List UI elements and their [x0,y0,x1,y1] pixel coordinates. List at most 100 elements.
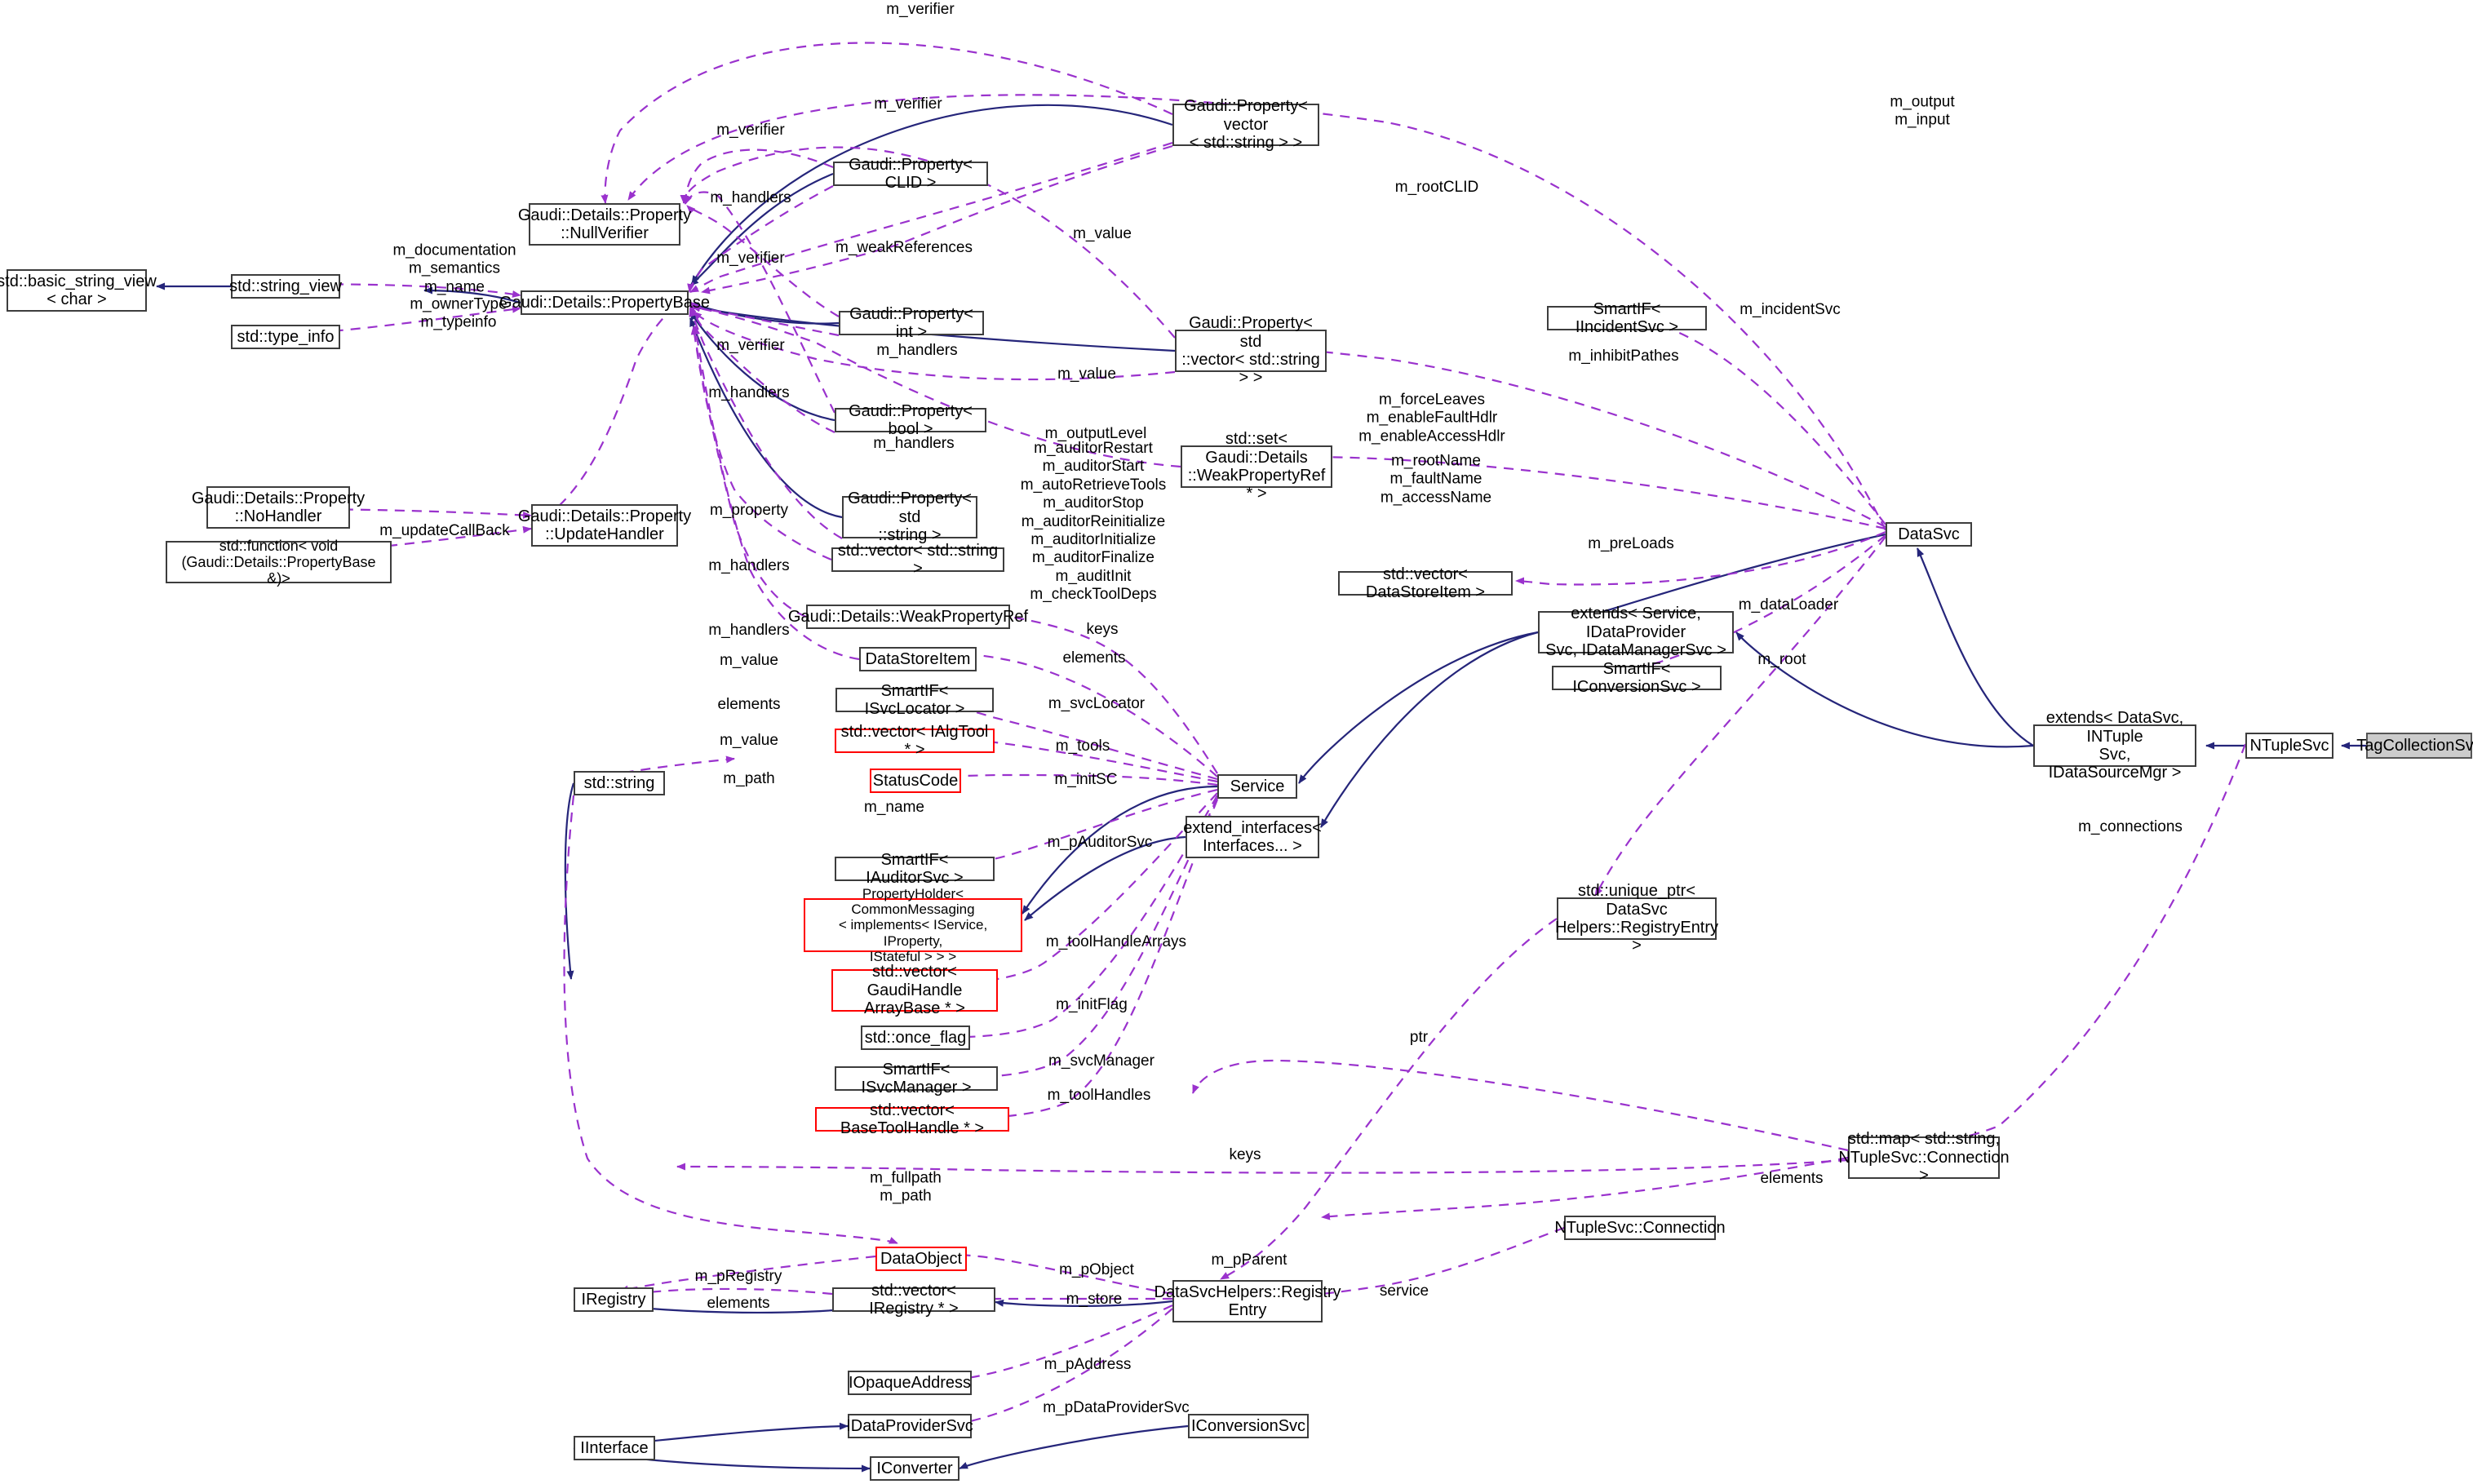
node-ntuplesvc[interactable]: NTupleSvc [2245,733,2333,759]
node-ntuplesvc-connection[interactable]: NTupleSvc::Connection [1554,1216,1726,1240]
edge-label-m-updatecallback: m_updateCallBack [379,521,510,539]
edge-label-m-handlers-3: m_handlers [708,383,790,401]
edge-label-m-handlers-2: m_handlers [876,341,958,359]
edge-label-m-path: m_path [723,769,775,787]
node-smartif-iauditorsvc[interactable]: SmartIF< IAuditorSvc > [835,851,995,887]
node-property-nullverifier[interactable]: Gaudi::Details::Property ::NullVerifier [518,203,691,246]
edge-label-m-root: m_root [1757,650,1806,668]
edge-label-elements-1: elements [1062,649,1126,667]
edge-label-m-value-3: m_value [720,651,778,669]
edge-label-keys-2: keys [1229,1145,1261,1163]
node-smartif-iconversionsvc[interactable]: SmartIF< IConversionSvc > [1552,660,1722,696]
node-std-function-void[interactable]: std::function< void (Gaudi::Details::Pro… [166,538,392,587]
edge-label-ptr: ptr [1409,1028,1429,1046]
node-unique-ptr-registryentry[interactable]: std::unique_ptr< DataSvc Helpers::Regist… [1554,882,1719,955]
node-smartif-isvcmanager[interactable]: SmartIF< ISvcManager > [835,1061,998,1096]
node-extends-datasvc[interactable]: extends< DataSvc, INTuple Svc, IDataSour… [2033,709,2196,782]
edge-label-m-handlers-1: m_handlers [710,188,791,206]
node-vector-gaudihandlearraybase[interactable]: std::vector< GaudiHandle ArrayBase * > [831,963,998,1017]
node-statuscode[interactable]: StatusCode [870,769,961,793]
node-std-once-flag[interactable]: std::once_flag [861,1026,970,1050]
edge-label-m-handlers-4: m_handlers [873,434,955,452]
edge-label-m-pauditorsvc: m_pAuditorSvc [1047,833,1153,851]
edge-label-m-verifier-4: m_verifier [716,249,785,267]
edge-label-m-toolhandles: m_toolHandles [1047,1086,1151,1104]
node-property-vector-string[interactable]: Gaudi::Property< vector < std::string > … [1172,97,1319,152]
node-service[interactable]: Service [1217,774,1297,799]
edge-label-m-fullpath: m_fullpath m_path [870,1169,942,1205]
edge-label-m-verifier-top: m_verifier [886,0,955,18]
node-property-std-vector-string[interactable]: Gaudi::Property< std ::vector< std::stri… [1175,314,1327,387]
node-property-nohandler[interactable]: Gaudi::Details::Property ::NoHandler [192,486,365,529]
node-property-stdstring[interactable]: Gaudi::Property< std ::string > [842,489,977,544]
node-vector-string[interactable]: std::vector< std::string > [831,542,1004,578]
node-iinterface[interactable]: IInterface [574,1436,655,1460]
edge-label-m-pdataprovidersvc: m_pDataProviderSvc [1043,1398,1190,1416]
edge-label-m-tools: m_tools [1055,737,1110,755]
node-dataobject[interactable]: DataObject [875,1247,967,1271]
node-property-updatehandler[interactable]: Gaudi::Details::Property ::UpdateHandler [518,504,691,547]
edge-label-m-forceleaves: m_forceLeaves m_enableFaultHdlr m_enable… [1358,391,1505,445]
node-extend-interfaces[interactable]: extend_interfaces< Interfaces... > [1183,816,1322,858]
node-registryentry[interactable]: DataSvcHelpers::Registry Entry [1155,1280,1341,1322]
edge-label-m-rootname: m_rootName m_faultName m_accessName [1380,452,1492,507]
edge-label-m-preloads: m_preLoads [1588,534,1674,552]
edge-label-service: service [1379,1282,1429,1300]
edge-label-m-handlers-5: m_handlers [708,556,790,574]
edge-label-m-connections: m_connections [2078,817,2183,835]
edge-label-m-toolhandlearrays: m_toolHandleArrays [1045,932,1187,950]
edge-label-m-rootclid: m_rootCLID [1394,178,1479,196]
edge-label-m-pregistry: m_pRegistry [694,1267,782,1285]
node-smartif-isvclocator[interactable]: SmartIF< ISvcLocator > [835,682,994,718]
edge-label-m-incidentsvc: m_incidentSvc [1740,300,1841,318]
edge-label-m-verifier-3: m_verifier [716,121,785,139]
node-set-weakpropertyref[interactable]: std::set< Gaudi::Details ::WeakPropertyR… [1181,430,1332,503]
node-propertyholder[interactable]: PropertyHolder< CommonMessaging < implem… [804,886,1022,964]
node-tagcollectionsvc[interactable]: TagCollectionSvc [2356,733,2473,759]
edge-label-elements-3: elements [1760,1169,1824,1187]
edge-label-elements-2: elements [717,695,781,713]
edge-label-m-inhibitpathes: m_inhibitPathes [1568,347,1679,365]
node-std-basic-string-view[interactable]: std::basic_string_view < char > [0,269,157,312]
edge-label-m-name: m_name [864,798,924,816]
node-property-clid[interactable]: Gaudi::Property< CLID > [833,156,988,192]
node-datasvc[interactable]: DataSvc [1886,522,1972,547]
edge-label-m-svclocator: m_svcLocator [1048,694,1146,712]
edge-label-m-auditors: m_auditorRestart m_auditorStart m_autoRe… [1020,440,1167,604]
node-vector-basetoolhandle[interactable]: std::vector< BaseToolHandle * > [815,1101,1009,1137]
node-std-type-info[interactable]: std::type_info [231,325,340,349]
node-smartif-iincidentsvc[interactable]: SmartIF< IIncidentSvc > [1547,300,1707,336]
edge-label-m-store: m_store [1066,1290,1123,1308]
node-weakpropertyref[interactable]: Gaudi::Details::WeakPropertyRef [788,605,1028,629]
edge-label-m-documentation: m_documentation m_semantics m_name [392,241,516,296]
edge-label-m-pparent: m_pParent [1211,1251,1287,1269]
edge-label-keys-1: keys [1086,620,1119,638]
node-vector-iregistry[interactable]: std::vector< IRegistry * > [832,1282,995,1318]
edge-label-m-paddress: m_pAddress [1044,1355,1132,1373]
node-map-string-connection[interactable]: std::map< std::string, NTupleSvc::Connec… [1838,1130,2010,1185]
node-property-int[interactable]: Gaudi::Property< int > [839,305,984,341]
edge-label-m-initflag: m_initFlag [1056,995,1128,1013]
edge-label-m-svcmanager: m_svcManager [1048,1052,1155,1070]
node-iregistry[interactable]: IRegistry [574,1287,654,1312]
edge-label-m-initsc: m_initSC [1054,770,1118,788]
node-std-string-view[interactable]: std::string_view [229,274,342,299]
node-property-bool[interactable]: Gaudi::Property< bool > [835,402,986,438]
node-iconverter[interactable]: IConverter [870,1456,960,1481]
node-iconversionsvc[interactable]: IConversionSvc [1188,1414,1309,1438]
node-idataprovidersvc[interactable]: IDataProviderSvc [846,1414,973,1438]
edge-label-m-pobject: m_pObject [1059,1260,1134,1278]
edge-label-m-handlers-6: m_handlers [708,621,790,639]
edge-label-m-value-2: m_value [1057,365,1116,383]
edge-label-m-property: m_property [709,501,789,519]
node-propertybase[interactable]: Gaudi::Details::PropertyBase [499,290,710,315]
node-datastoreitem[interactable]: DataStoreItem [859,647,977,671]
edge-label-m-weakreferences: m_weakReferences [835,238,973,256]
node-vector-ialgtool[interactable]: std::vector< IAlgTool * > [835,723,995,759]
node-extends-service[interactable]: extends< Service, IDataProvider Svc, IDa… [1538,605,1734,659]
node-vector-datastoreitem[interactable]: std::vector< DataStoreItem > [1338,565,1513,601]
node-iopaqueaddress[interactable]: IOpaqueAddress [848,1371,972,1395]
edge-label-m-value-4: m_value [720,731,778,749]
node-std-string[interactable]: std::string [574,771,665,795]
